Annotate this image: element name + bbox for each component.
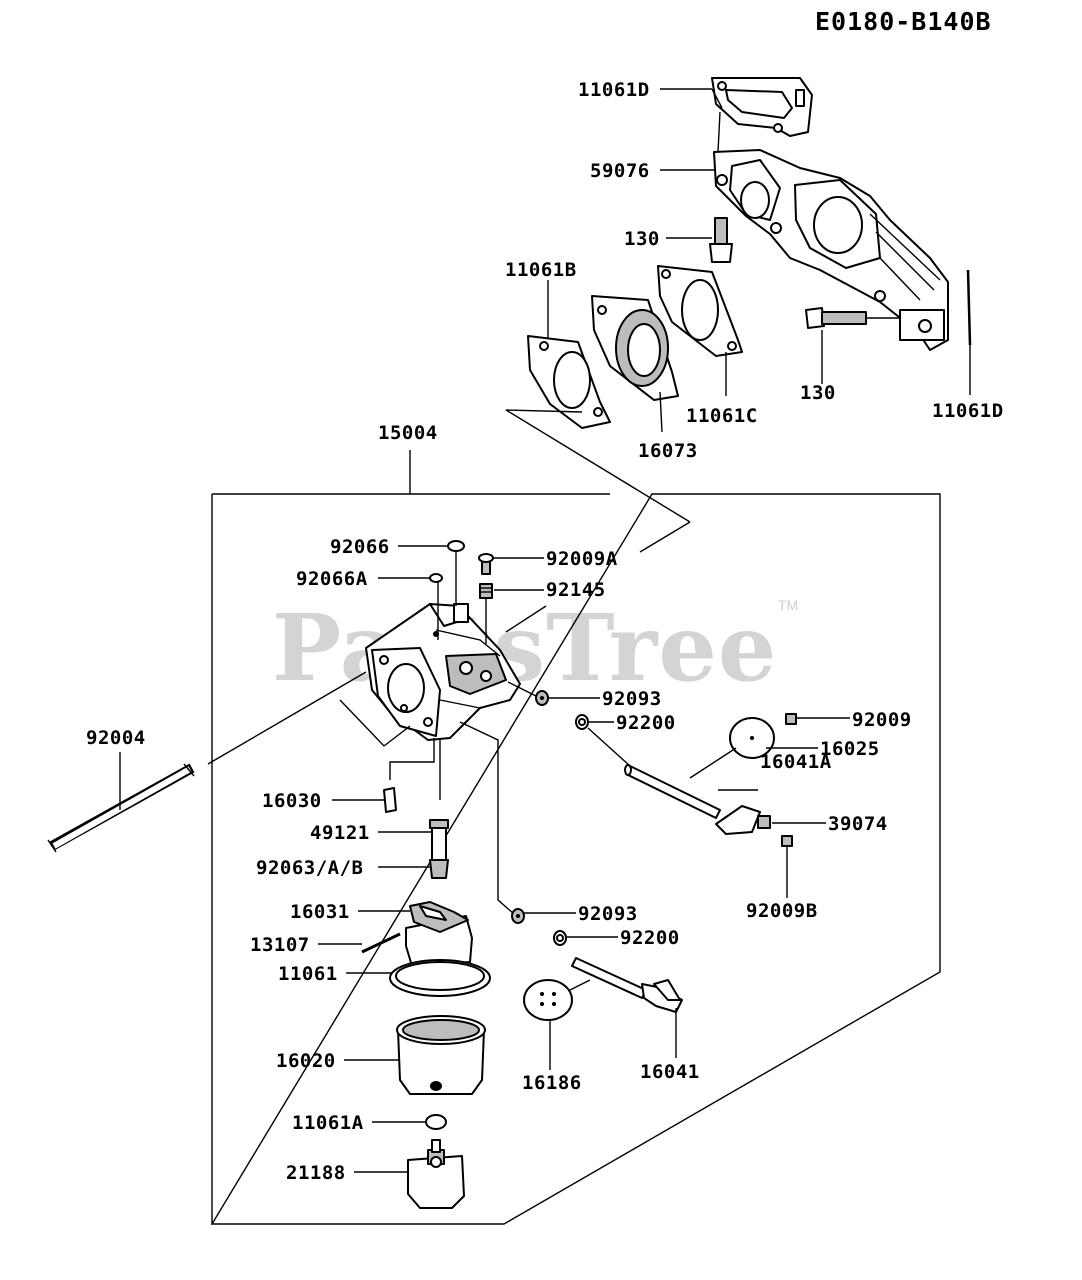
pin-13107[interactable] [361,932,401,954]
float-16031[interactable] [405,901,473,967]
throttle-stop-screw-92004[interactable] [47,763,195,853]
washer-92093-a[interactable] [535,690,549,706]
lever-39074[interactable] [715,805,771,835]
gasket-11061b[interactable] [527,335,611,429]
label-11061d-top: 11061D [578,79,650,101]
label-11061d-right: 11061D [932,400,1004,422]
label-92066a: 92066A [296,568,368,590]
label-11061a: 11061A [292,1112,364,1134]
label-11061b: 11061B [505,259,577,281]
label-11061: 11061 [278,963,338,985]
plug-92066a[interactable] [429,573,443,583]
screw-92009[interactable] [785,713,797,725]
seal-92200-b[interactable] [553,930,567,946]
screw-92009b[interactable] [781,835,793,847]
intake-manifold-59076[interactable] [713,149,949,351]
label-16030: 16030 [262,790,322,812]
label-39074: 39074 [828,813,888,835]
label-130-b: 130 [800,382,836,404]
label-92063: 92063/A/B [256,857,363,879]
label-13107: 13107 [250,934,310,956]
bolt-130-b[interactable] [805,307,867,329]
label-16020: 16020 [276,1050,336,1072]
gasket-11061d-top[interactable] [711,77,813,137]
spring-92145[interactable] [479,583,493,599]
label-15004: 15004 [378,422,438,444]
label-49121: 49121 [310,822,370,844]
gasket-11061a[interactable] [425,1114,447,1130]
label-92004: 92004 [86,727,146,749]
main-jet-92063[interactable] [429,859,449,879]
label-16025: 16025 [820,738,880,760]
label-16041: 16041 [640,1061,700,1083]
label-16073: 16073 [638,440,698,462]
label-92009: 92009 [852,709,912,731]
choke-valve-16186[interactable] [523,979,573,1021]
seal-92200-a[interactable] [575,714,589,730]
label-11061c: 11061C [686,405,758,427]
label-59076: 59076 [590,160,650,182]
diagram-code: E0180-B140B [815,7,992,36]
watermark: PartsTree [272,594,777,702]
label-16031: 16031 [290,901,350,923]
label-92093-b: 92093 [578,903,638,925]
pilot-jet-16030[interactable] [383,787,397,813]
emulsion-tube-49121[interactable] [429,819,449,861]
watermark-tm: TM [778,597,798,613]
label-16186: 16186 [522,1072,582,1094]
gasket-11061c[interactable] [657,265,743,357]
label-92093-a: 92093 [602,688,662,710]
throttle-shaft-16041a[interactable] [624,764,721,819]
label-92145: 92145 [546,579,606,601]
label-92009b: 92009B [746,900,818,922]
insulator-16073[interactable] [591,295,679,401]
carburetor-body[interactable] [365,603,521,741]
throttle-valve-16025[interactable] [729,717,775,759]
gasket-11061d-right[interactable] [966,269,972,346]
bolt-130-a[interactable] [709,217,733,263]
label-92066: 92066 [330,536,390,558]
label-21188: 21188 [286,1162,346,1184]
label-92200-a: 92200 [616,712,676,734]
gasket-11061[interactable] [389,959,491,997]
label-92009a: 92009A [546,548,618,570]
choke-shaft-16041[interactable] [571,957,683,1013]
washer-92093-b[interactable] [511,908,525,924]
label-16041a: 16041A [760,751,832,773]
float-chamber-16020[interactable] [396,1015,486,1095]
plug-92066[interactable] [447,540,465,552]
label-130-a: 130 [624,228,660,250]
solenoid-21188[interactable] [407,1139,465,1209]
label-92200-b: 92200 [620,927,680,949]
screw-92009a[interactable] [478,553,494,575]
